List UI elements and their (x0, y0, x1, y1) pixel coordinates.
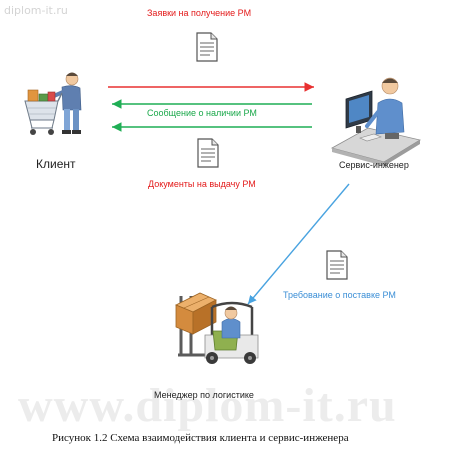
watermark-top: diplom-it.ru (4, 4, 68, 17)
figure-caption: Рисунок 1.2 Схема взаимодействия клиента… (52, 432, 349, 444)
documents-label: Документы на выдачу РМ (148, 179, 256, 189)
engineer-label: Сервис-инженер (339, 160, 409, 170)
logistics-label: Менеджер по логистике (154, 390, 254, 400)
document-icon (196, 32, 218, 62)
supply-label: Требование о поставке РМ (283, 290, 396, 300)
requests-label: Заявки на получение РМ (147, 8, 252, 18)
supply-arrow (247, 183, 350, 305)
watermark-bottom: www.diplom-it.ru (18, 379, 397, 432)
client-shopper-icon (24, 72, 82, 135)
document-icon (326, 250, 348, 280)
client-label: Клиент (36, 157, 76, 171)
logistics-forklift-icon (175, 292, 259, 364)
document-icon (197, 138, 219, 168)
engineer-workstation-icon (330, 77, 422, 166)
availability-label: Сообщение о наличии РМ (147, 108, 257, 118)
